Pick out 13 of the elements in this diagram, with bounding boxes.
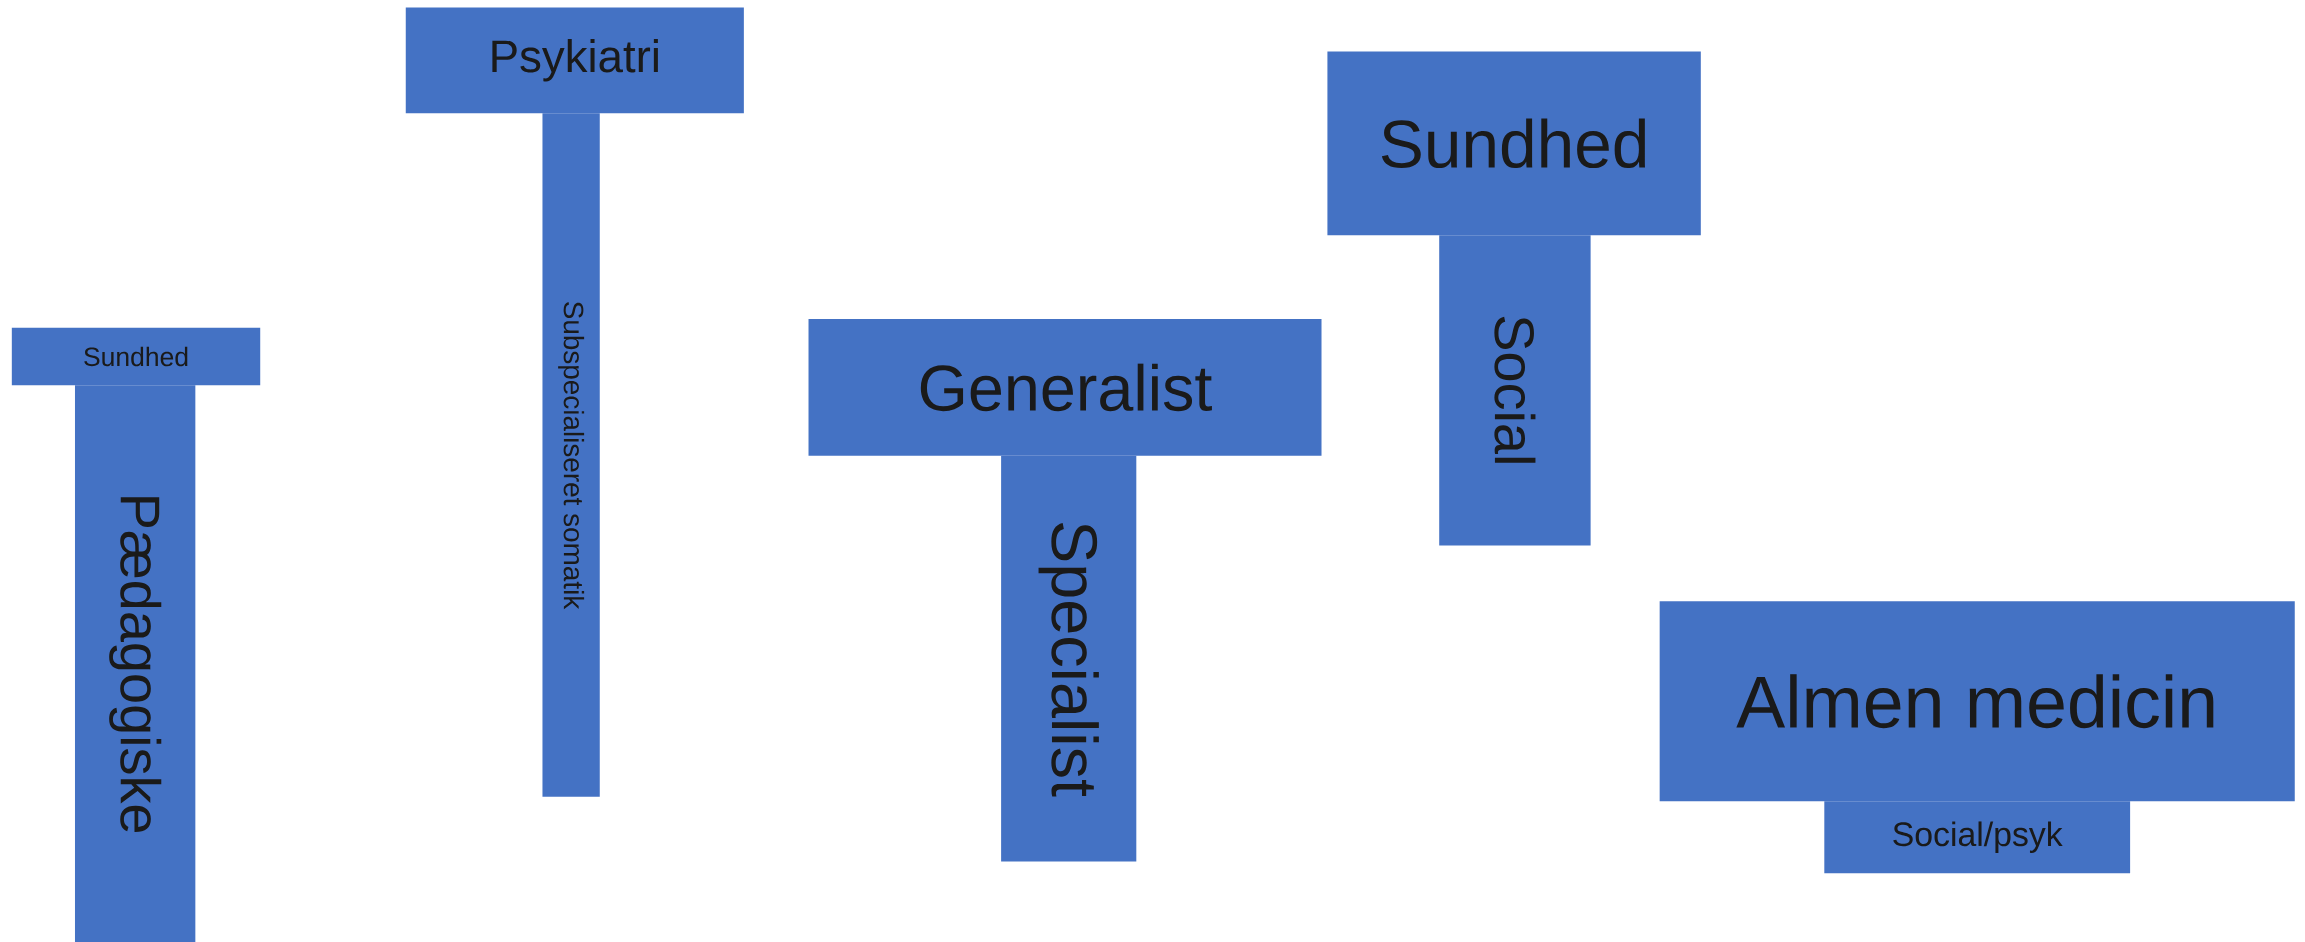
labeled-box: Social xyxy=(1439,235,1591,546)
labeled-box: Social/psyk xyxy=(1824,801,2131,874)
labeled-box: Psykiatri xyxy=(405,7,744,114)
labeled-box: Specialist xyxy=(1001,455,1137,862)
node-label: Specialist xyxy=(1038,523,1099,797)
labeled-box: Sundhed xyxy=(1327,51,1701,236)
labeled-box: Subspecialiseret somatik xyxy=(542,113,600,797)
node-label: Pædagogiske xyxy=(109,497,162,833)
labeled-box: Generalist xyxy=(808,319,1322,456)
node-label: Subspecialiseret somatik xyxy=(558,301,585,610)
node-label: Social/psyk xyxy=(1893,821,2063,853)
labeled-box: Sundhed xyxy=(11,327,261,386)
node-label: Social xyxy=(1494,316,1536,463)
